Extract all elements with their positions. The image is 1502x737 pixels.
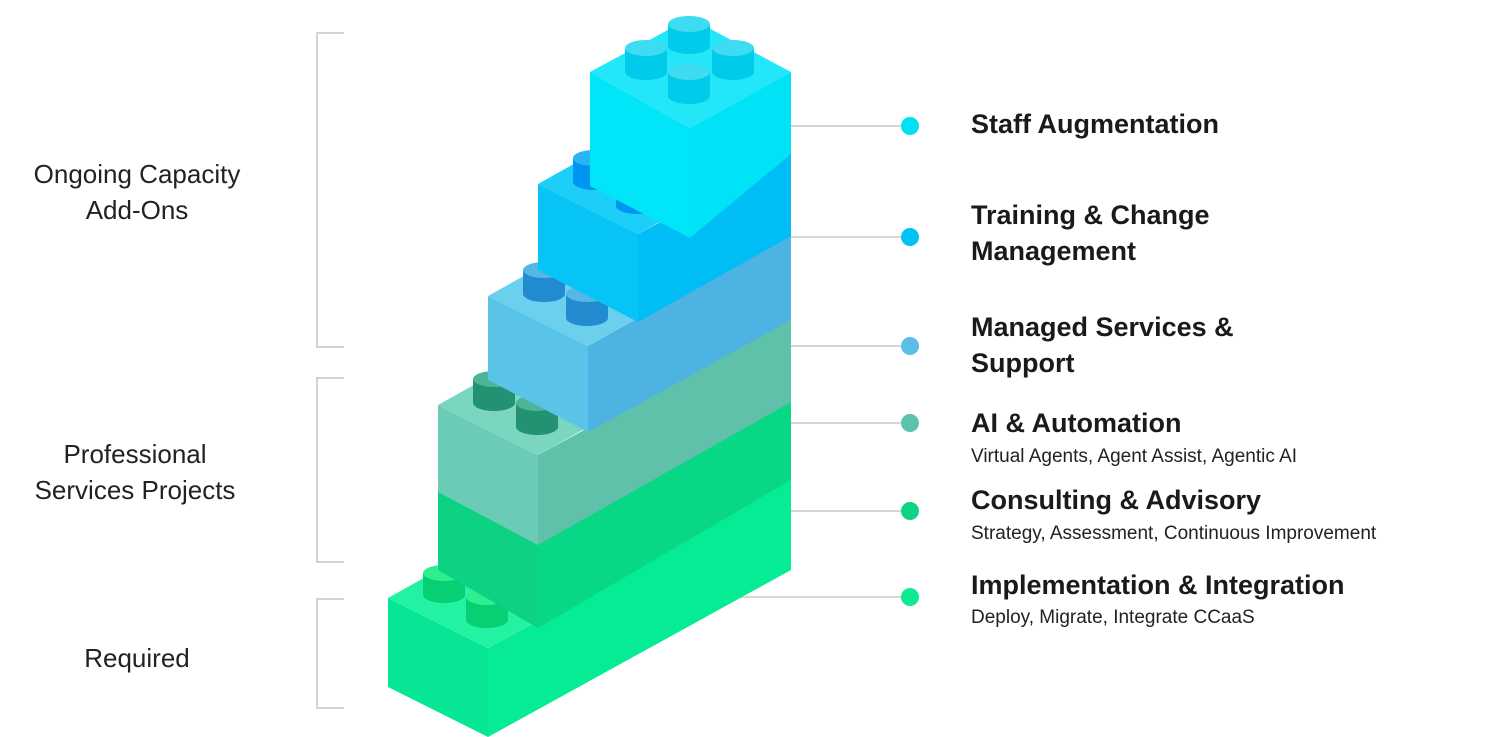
service-title-training-line2: Management <box>971 236 1137 266</box>
service-title-managed-line2: Support <box>971 348 1075 378</box>
service-subtitle-implementation: Deploy, Migrate, Integrate CCaaS <box>971 607 1255 628</box>
service-title-consulting: Consulting & Advisory <box>971 485 1262 515</box>
bullet-ai <box>901 414 919 432</box>
service-title-ai: AI & Automation <box>971 408 1182 438</box>
bullet-training <box>901 228 919 246</box>
service-title-implementation: Implementation & Integration <box>971 570 1345 600</box>
bracket-ongoing <box>316 32 344 348</box>
group-label-ongoing-line2: Add-Ons <box>85 195 189 225</box>
block-consulting <box>438 400 791 628</box>
service-title-staff: Staff Augmentation <box>971 109 1219 139</box>
service-title-training: Training & Change Management <box>971 197 1491 269</box>
service-title-managed-line1: Managed Services & <box>971 312 1234 342</box>
group-label-professional-line1: Professional <box>63 439 207 469</box>
group-label-ongoing-line1: Ongoing Capacity <box>33 159 241 189</box>
bullet-managed <box>901 337 919 355</box>
block-staff <box>590 16 791 238</box>
group-label-required-line1: Required <box>84 643 190 673</box>
group-label-professional-line2: Services Projects <box>34 475 236 505</box>
bracket-required <box>316 598 344 709</box>
bullet-staff <box>901 117 919 135</box>
group-label-professional: Professional Services Projects <box>0 436 270 508</box>
service-title-training-line1: Training & Change <box>971 200 1210 230</box>
bullet-implementation <box>901 588 919 606</box>
service-title-managed: Managed Services & Support <box>971 309 1491 381</box>
bullet-consulting <box>901 502 919 520</box>
service-subtitle-consulting: Strategy, Assessment, Continuous Improve… <box>971 523 1377 544</box>
service-subtitle-ai: Virtual Agents, Agent Assist, Agentic AI <box>971 446 1298 467</box>
bracket-professional <box>316 377 344 563</box>
group-label-required: Required <box>2 640 272 676</box>
group-label-ongoing: Ongoing Capacity Add-Ons <box>2 156 272 228</box>
